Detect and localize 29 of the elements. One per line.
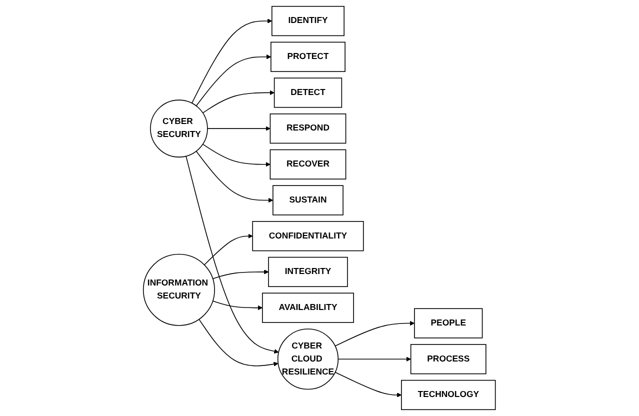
arrow (192, 18, 272, 104)
arrow (334, 372, 402, 398)
node-box: IDENTIFY (272, 6, 345, 36)
arrow (186, 156, 280, 354)
node-box: AVAILABILITY (262, 292, 354, 323)
node-circle: CYBER CLOUD RESILIENCE (278, 328, 339, 390)
node-circle: INFORMATION SECURITY (143, 254, 216, 326)
arrow (334, 320, 415, 346)
arrow (212, 300, 263, 310)
arrow (202, 144, 271, 167)
node-box: DETECT (274, 78, 342, 108)
arrow (202, 90, 275, 114)
node-box: CONFIDENTIALITY (252, 221, 364, 252)
arrow (204, 234, 253, 266)
node-box: RESPOND (270, 113, 346, 144)
arrow (196, 54, 272, 106)
node-box: INTEGRITY (268, 256, 348, 288)
node-box: SUSTAIN (272, 185, 344, 216)
arrow (198, 318, 279, 366)
arrow (212, 270, 269, 280)
node-box: RECOVER (270, 149, 346, 180)
node-box: PROTECT (270, 42, 346, 72)
arrow (207, 126, 271, 131)
arrow (338, 356, 412, 362)
arrow (196, 150, 274, 203)
node-box: TECHNOLOGY (401, 380, 496, 410)
node-box: PROCESS (410, 344, 486, 374)
node-box: PEOPLE (414, 308, 483, 338)
node-circle: CYBER SECURITY (150, 100, 208, 158)
